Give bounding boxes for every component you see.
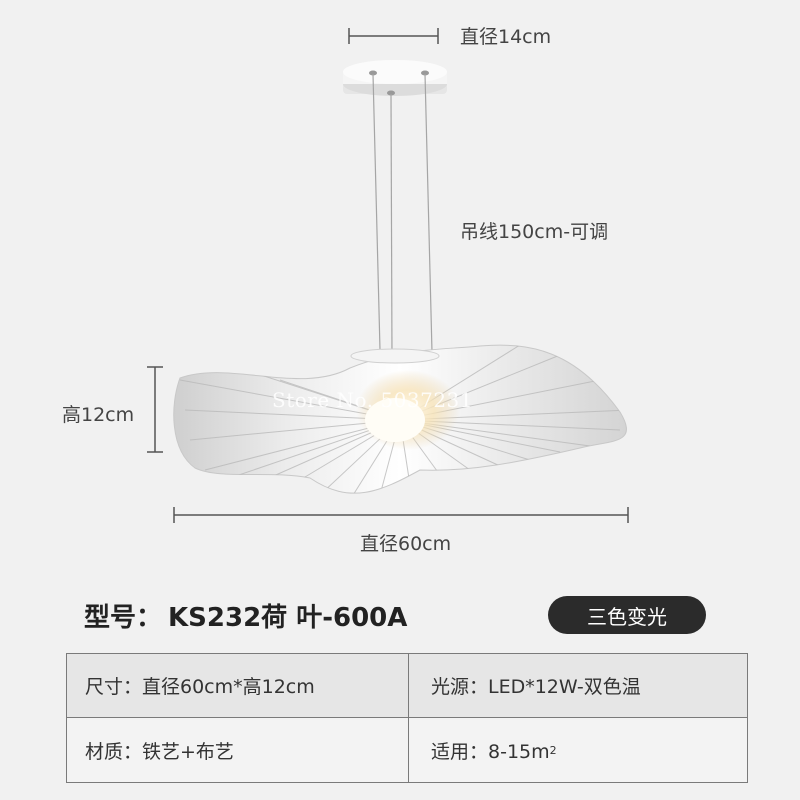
- height-label: 高12cm: [62, 404, 135, 426]
- ceiling-canopy: [343, 60, 447, 96]
- spec-area-text: 适用：8-15m: [431, 740, 550, 763]
- cable-length-label: 吊线150cm-可调: [460, 221, 609, 243]
- spec-light-source: 光源：LED*12W-双色温: [409, 654, 747, 718]
- store-watermark: Store No. 5037231: [272, 388, 474, 412]
- canopy-dimension-bar: [348, 28, 439, 44]
- model-code: KS232荷 叶-600A: [168, 603, 408, 633]
- spec-table: 尺寸：直径60cm*高12cm 光源：LED*12W-双色温 材质：铁艺+布艺 …: [66, 653, 748, 783]
- spec-area-superscript: 2: [549, 743, 557, 757]
- height-dimension-bar: [147, 366, 163, 453]
- model-title: 型号：KS232荷 叶-600A: [84, 597, 407, 634]
- suspension-cables: [372, 73, 433, 359]
- pendant-lamp-illustration: [147, 28, 629, 523]
- shade-dimension-bar: [173, 507, 629, 523]
- shade-diameter-label: 直径60cm: [360, 533, 452, 555]
- leaf-lamp-shade: [173, 344, 627, 494]
- spec-material: 材质：铁艺+布艺: [67, 718, 409, 782]
- spec-size: 尺寸：直径60cm*高12cm: [67, 654, 409, 718]
- model-prefix: 型号：: [84, 603, 163, 633]
- canopy-diameter-label: 直径14cm: [460, 26, 552, 48]
- color-mode-badge: 三色变光: [548, 596, 706, 634]
